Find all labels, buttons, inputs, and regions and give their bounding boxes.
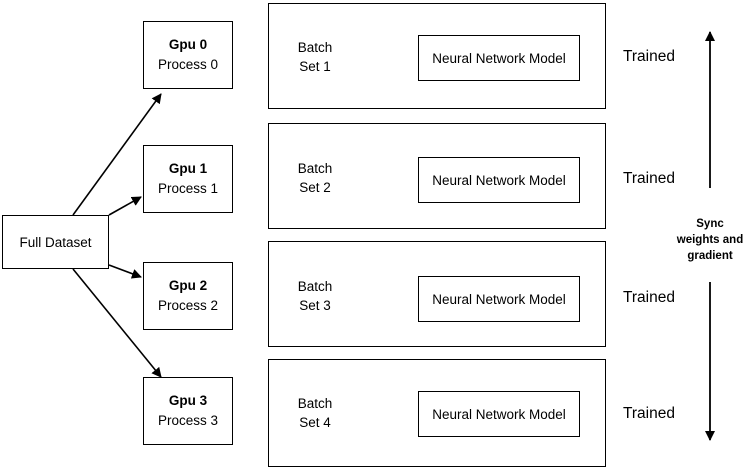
model-box-3: Neural Network Model	[418, 391, 580, 437]
model-label: Neural Network Model	[432, 406, 566, 422]
batch-label-line2: Set 4	[299, 415, 331, 430]
trained-label-0: Trained	[623, 48, 675, 65]
gpu-process: Process 1	[157, 181, 219, 196]
batch-label-2: Batch Set 2	[283, 159, 347, 197]
gpu-name: Gpu 1	[168, 161, 208, 176]
arrow-dataset-to-gpu3	[72, 268, 162, 378]
batch-label-line1: Batch	[297, 279, 333, 294]
model-box-0: Neural Network Model	[418, 35, 580, 81]
batch-label-1: Batch Set 1	[283, 38, 347, 76]
gpu-name: Gpu 3	[168, 393, 208, 408]
batch-label-line1: Batch	[297, 40, 333, 55]
batch-label-line1: Batch	[297, 161, 333, 176]
model-label: Neural Network Model	[432, 172, 566, 188]
batch-label-line2: Set 3	[299, 298, 331, 313]
sync-label: Sync weights and gradient	[672, 216, 748, 264]
model-box-2: Neural Network Model	[418, 276, 580, 322]
gpu-box-1: Gpu 1 Process 1	[143, 145, 233, 213]
trained-label-1: Trained	[623, 170, 675, 187]
gpu-name: Gpu 0	[168, 37, 208, 52]
full-dataset-label: Full Dataset	[19, 234, 92, 250]
batch-label-line1: Batch	[297, 396, 333, 411]
gpu-process: Process 2	[157, 298, 219, 313]
sync-label-line1: Sync	[696, 218, 724, 230]
batch-label-4: Batch Set 4	[283, 394, 347, 432]
full-dataset-box: Full Dataset	[2, 215, 109, 269]
gpu-box-0: Gpu 0 Process 0	[143, 21, 233, 89]
batch-label-line2: Set 1	[299, 59, 331, 74]
batch-label-3: Batch Set 3	[283, 277, 347, 315]
gpu-box-3: Gpu 3 Process 3	[143, 377, 233, 445]
gpu-name: Gpu 2	[168, 278, 208, 293]
sync-label-line2: weights and	[676, 234, 744, 246]
arrow-dataset-to-gpu0	[72, 93, 162, 216]
model-label: Neural Network Model	[432, 291, 566, 307]
batch-label-line2: Set 2	[299, 180, 331, 195]
model-box-1: Neural Network Model	[418, 157, 580, 203]
model-label: Neural Network Model	[432, 50, 566, 66]
gpu-box-2: Gpu 2 Process 2	[143, 262, 233, 330]
gpu-process: Process 0	[157, 57, 219, 72]
trained-label-3: Trained	[623, 405, 675, 422]
gpu-process: Process 3	[157, 413, 219, 428]
arrow-dataset-to-gpu2	[108, 264, 142, 279]
arrow-dataset-to-gpu1	[108, 196, 142, 216]
sync-label-line3: gradient	[687, 250, 733, 262]
trained-label-2: Trained	[623, 289, 675, 306]
